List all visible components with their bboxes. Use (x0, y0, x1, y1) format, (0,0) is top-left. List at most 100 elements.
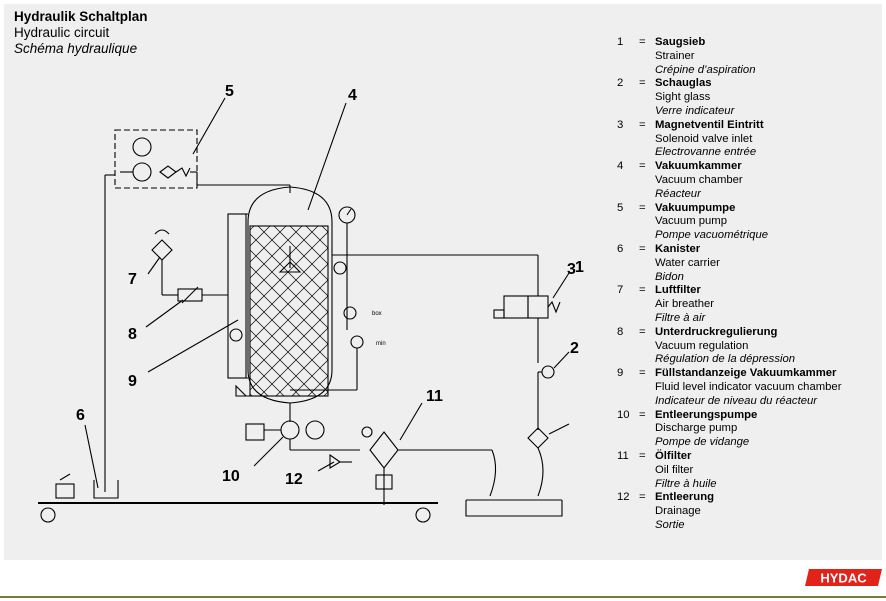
legend-equals: = (639, 77, 646, 90)
legend-equals: = (639, 118, 646, 131)
callout-8: 8 (128, 326, 137, 343)
callout-9: 9 (128, 373, 137, 390)
callout-5: 5 (225, 83, 234, 100)
legend-fr: Verre indicateur (655, 104, 735, 117)
legend-equals: = (639, 491, 646, 504)
legend-en: Strainer (655, 49, 695, 62)
legend-en: Vacuum chamber (655, 173, 743, 186)
legend-number: 1 (617, 36, 624, 48)
legend-equals: = (639, 325, 646, 338)
legend-number: 9 (617, 367, 624, 380)
legend-fr: Crépine d’aspiration (655, 63, 756, 76)
legend-fr: Filtre à huile (655, 477, 717, 490)
legend-number: 8 (617, 325, 624, 338)
callout-3: 3 (567, 261, 576, 278)
legend-en: Discharge pump (655, 422, 738, 435)
title-german: Hydraulik Schaltplan (14, 9, 148, 24)
legend-equals: = (639, 408, 646, 421)
tank-symbol (465, 499, 563, 517)
legend-number: 3 (617, 118, 624, 131)
legend-fr: Régulation de la dépression (655, 353, 796, 366)
legend-en: Solenoid valve inlet (655, 132, 753, 145)
legend-fr: Bidon (655, 270, 684, 283)
callout-12: 12 (285, 471, 303, 488)
legend-fr: Pompe vacuométrique (655, 229, 769, 242)
legend-fr: Electrovanne entrée (655, 146, 757, 159)
legend-number: 5 (617, 201, 624, 214)
legend-fr: Réacteur (655, 187, 701, 200)
callout-4: 4 (348, 87, 357, 104)
level-indicator-symbol (227, 213, 248, 379)
legend-equals: = (639, 449, 646, 462)
legend-fr: Filtre à air (655, 311, 706, 324)
legend-fr: Sortie (655, 518, 685, 531)
legend-number: 11 (617, 449, 629, 462)
vacuum-pump-symbol (105, 129, 291, 193)
callout-1: 1 (575, 259, 584, 276)
title-english: Hydraulic circuit (14, 25, 110, 40)
legend-fr: Indicateur de niveau du réacteur (655, 394, 818, 407)
legend-de: Magnetventil Eintritt (655, 118, 764, 131)
legend-en: Water carrier (655, 256, 720, 269)
legend-de: Ölfilter (655, 449, 692, 462)
callout-leaders (84, 97, 570, 489)
legend-number: 12 (617, 491, 630, 504)
title-block: Hydraulik Schaltplan Hydraulic circuit S… (14, 9, 148, 57)
legend-en: Vacuum pump (655, 215, 728, 228)
legend-de: Füllstandanzeige Vakuumkammer (655, 367, 837, 380)
level-switches-symbol (290, 206, 538, 391)
legend-de: Entleerungspumpe (655, 408, 758, 421)
legend-fr: Pompe de vidange (655, 436, 750, 449)
legend-number: 6 (617, 242, 624, 255)
legend-de: Unterdruckregulierung (655, 325, 778, 338)
callout-7: 7 (128, 271, 137, 288)
callout-2: 2 (570, 340, 579, 357)
callout-6: 6 (76, 407, 85, 424)
hydac-logo: HYDAC (805, 569, 882, 586)
trolley-frame (38, 502, 438, 523)
legend-de: Vakuumkammer (655, 160, 742, 173)
legend-de: Saugsieb (655, 36, 706, 48)
label-min: min (376, 341, 386, 347)
callout-11: 11 (426, 388, 443, 405)
legend-en: Oil filter (655, 463, 694, 476)
legend-en: Air breather (655, 298, 715, 311)
vacuum-chamber-symbol (247, 186, 333, 404)
legend-equals: = (639, 201, 646, 214)
legend-number: 2 (617, 77, 624, 90)
legend-equals: = (639, 160, 646, 173)
callout-10: 10 (222, 468, 240, 485)
legend-en: Sight glass (655, 91, 711, 104)
legend-en: Vacuum regulation (655, 339, 749, 352)
legend-de: Schauglas (655, 77, 712, 90)
legend-en: Fluid level indicator vacuum chamber (655, 380, 842, 393)
legend-equals: = (639, 242, 646, 255)
logo-text: HYDAC (820, 571, 867, 586)
air-breather-symbol (151, 229, 228, 304)
